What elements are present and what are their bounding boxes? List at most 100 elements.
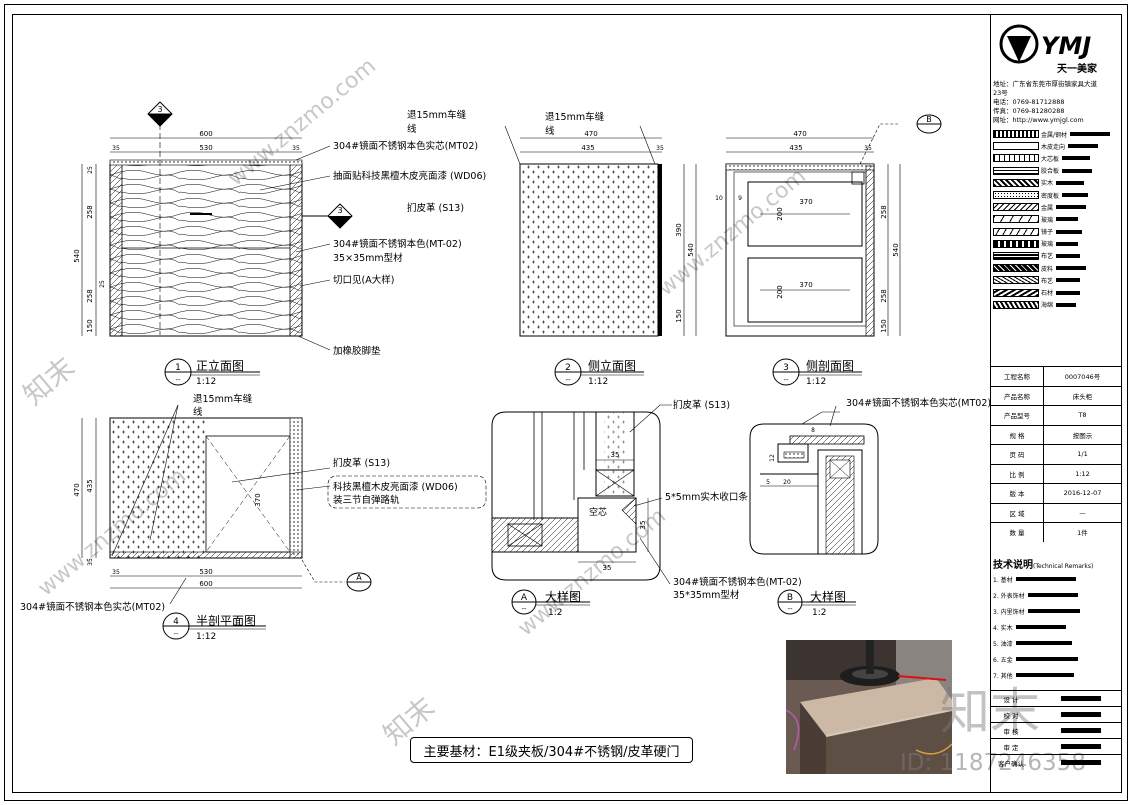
dim-a-35a: 35 — [611, 451, 620, 459]
dim-v2-inner: 435 — [581, 144, 594, 152]
dim-v4-total: 600 — [199, 580, 212, 588]
view-b-sub: -- — [787, 605, 793, 613]
dim-v3-r3: 150 — [880, 319, 888, 332]
dim-v1-side: 35 — [112, 145, 120, 152]
dim-v1-top: 25 — [87, 166, 94, 174]
legend-item: 石材 — [993, 286, 1121, 298]
company-address: 地址：广东省东莞市厚街镇家具大道 23号 电话：0769-81712888 传真… — [993, 80, 1121, 125]
dim-v3-inner: 435 — [789, 144, 802, 152]
view-1-scale: 1:12 — [196, 377, 216, 387]
callout-wd06-b: 科技黑檀木皮亮面漆 (WD06) — [333, 481, 458, 493]
material-note: 主要基材：E1级夹板/304#不锈钢/皮革硬门 — [410, 737, 693, 763]
dim-v3-left: 10 — [715, 195, 723, 202]
dim-v1-total: 600 — [199, 130, 212, 138]
drawing-canvas: 600 35 530 35 540 258 258 150 25 25 3 3 … — [20, 101, 990, 642]
dim-b-12: 12 — [769, 454, 776, 462]
legend-item: 木皮走向 — [993, 140, 1121, 152]
tech-item: 4. 实木 — [993, 619, 1121, 635]
view-2-scale: 1:12 — [588, 377, 608, 387]
legend-item: 密度板 — [993, 189, 1121, 201]
dim-b-20: 20 — [783, 479, 791, 486]
section-3-label-a: 3 — [157, 105, 162, 114]
phone-line: 电话：0769-81712888 — [993, 98, 1065, 106]
info-row: 规 格按图示 — [991, 424, 1121, 444]
dim-v4-side: 35 — [112, 569, 120, 576]
dim-v1-h3: 150 — [86, 319, 94, 332]
legend-item: 玻璃 — [993, 213, 1121, 225]
callout-mt02-b: 304#镜面不锈钢本色(MT-02) — [333, 238, 462, 250]
plan-section — [81, 404, 345, 605]
dim-v2-side: 35 — [656, 145, 664, 152]
dim-v3-r2: 258 — [880, 289, 888, 302]
dim-v2-h: 390 — [675, 223, 683, 236]
detail-a — [491, 404, 672, 585]
view-a-sub: -- — [521, 605, 527, 613]
dim-v4-mid: 530 — [199, 568, 212, 576]
legend-item: 皮料 — [993, 262, 1121, 274]
view-3-num: 3 — [783, 363, 789, 373]
label-hollow: 空芯 — [589, 506, 607, 518]
dim-v3-w2: 370 — [799, 281, 812, 289]
marker-b-label: B — [926, 115, 932, 124]
dim-v4-h2: 435 — [86, 479, 94, 492]
legend-item: 玻璃 — [993, 238, 1121, 250]
dim-v2-h2: 540 — [687, 243, 695, 256]
view-title-b — [777, 589, 856, 615]
title-block: YMJ 天一美家 地址：广东省东莞市厚街镇家具大道 23号 电话：0769-81… — [990, 14, 1122, 793]
legend-item: 实木 — [993, 177, 1121, 189]
view-title-4 — [162, 612, 266, 640]
view-1-title: 正立面图 — [196, 358, 244, 373]
dim-v3-h1: 200 — [776, 207, 784, 220]
callout-seam-a2: 线 — [407, 123, 417, 135]
callout-mt02-c: 304#镜面不锈钢本色实芯(MT02) — [20, 601, 165, 613]
legend-item: 胶合板 — [993, 165, 1121, 177]
detail-b — [749, 405, 879, 555]
signoff-row: 客户确认 — [991, 754, 1121, 770]
tech-title: 技术说明(Technical Remarks) — [993, 560, 1094, 571]
view-title-2 — [554, 358, 644, 386]
section-marker-b — [916, 114, 942, 134]
dim-v1-a: 25 — [99, 280, 106, 288]
dim-v2-h3: 150 — [675, 309, 683, 322]
callout-s13-b: 扪皮革 (S13) — [333, 457, 390, 469]
dim-v3-h2: 200 — [776, 285, 784, 298]
signoff-row: 审 定 — [991, 738, 1121, 754]
signoff-table: 设 计 校 对 审 核 审 定 客户确认 — [991, 690, 1121, 770]
dim-v1-h1: 258 — [86, 205, 94, 218]
callout-mt02-e: 304#镜面不锈钢本色(MT-02) — [673, 576, 802, 588]
svg-text:天一美家: 天一美家 — [1057, 62, 1098, 75]
view-a-scale: 1:2 — [548, 608, 562, 618]
legend-item: 金属 — [993, 201, 1121, 213]
dim-v1-mid: 530 — [199, 144, 212, 152]
dim-v2-total: 470 — [584, 130, 597, 138]
view-3-scale: 1:12 — [806, 377, 826, 387]
tech-item: 3. 内里饰材 — [993, 603, 1121, 619]
dim-a-35b: 35 — [639, 521, 647, 530]
tech-item: 1. 基材 — [993, 571, 1121, 587]
view-b-title: 大样图 — [810, 589, 846, 604]
info-row: 区 域— — [991, 502, 1121, 522]
view-title-1 — [164, 358, 260, 386]
dim-v3-w: 370 — [799, 198, 812, 206]
callout-seam-b: 退15mm车缝 — [545, 111, 605, 123]
dim-v4-b: 35 — [87, 558, 94, 566]
view-b-num: B — [787, 593, 793, 603]
dim-v3-total: 470 — [793, 130, 806, 138]
view-3-sub: -- — [783, 376, 789, 384]
product-photo — [786, 640, 952, 774]
signoff-row: 设 计 — [991, 690, 1121, 706]
section-marker-3-top — [147, 101, 173, 127]
leaders-v1 — [259, 145, 331, 351]
view-4-scale: 1:12 — [196, 632, 216, 642]
view-3-title: 侧剖面图 — [806, 359, 854, 373]
view-2-sub: -- — [565, 376, 571, 384]
address-line: 23号 — [993, 89, 1008, 97]
section-marker-3-side — [302, 203, 353, 229]
web-line: 网址：http://www.ymjgl.com — [993, 116, 1084, 124]
callout-rail: 装三节自弹路轨 — [333, 494, 400, 506]
dim-b-8: 8 — [811, 427, 815, 434]
address-line: 地址：广东省东莞市厚街镇家具大道 — [993, 80, 1097, 88]
